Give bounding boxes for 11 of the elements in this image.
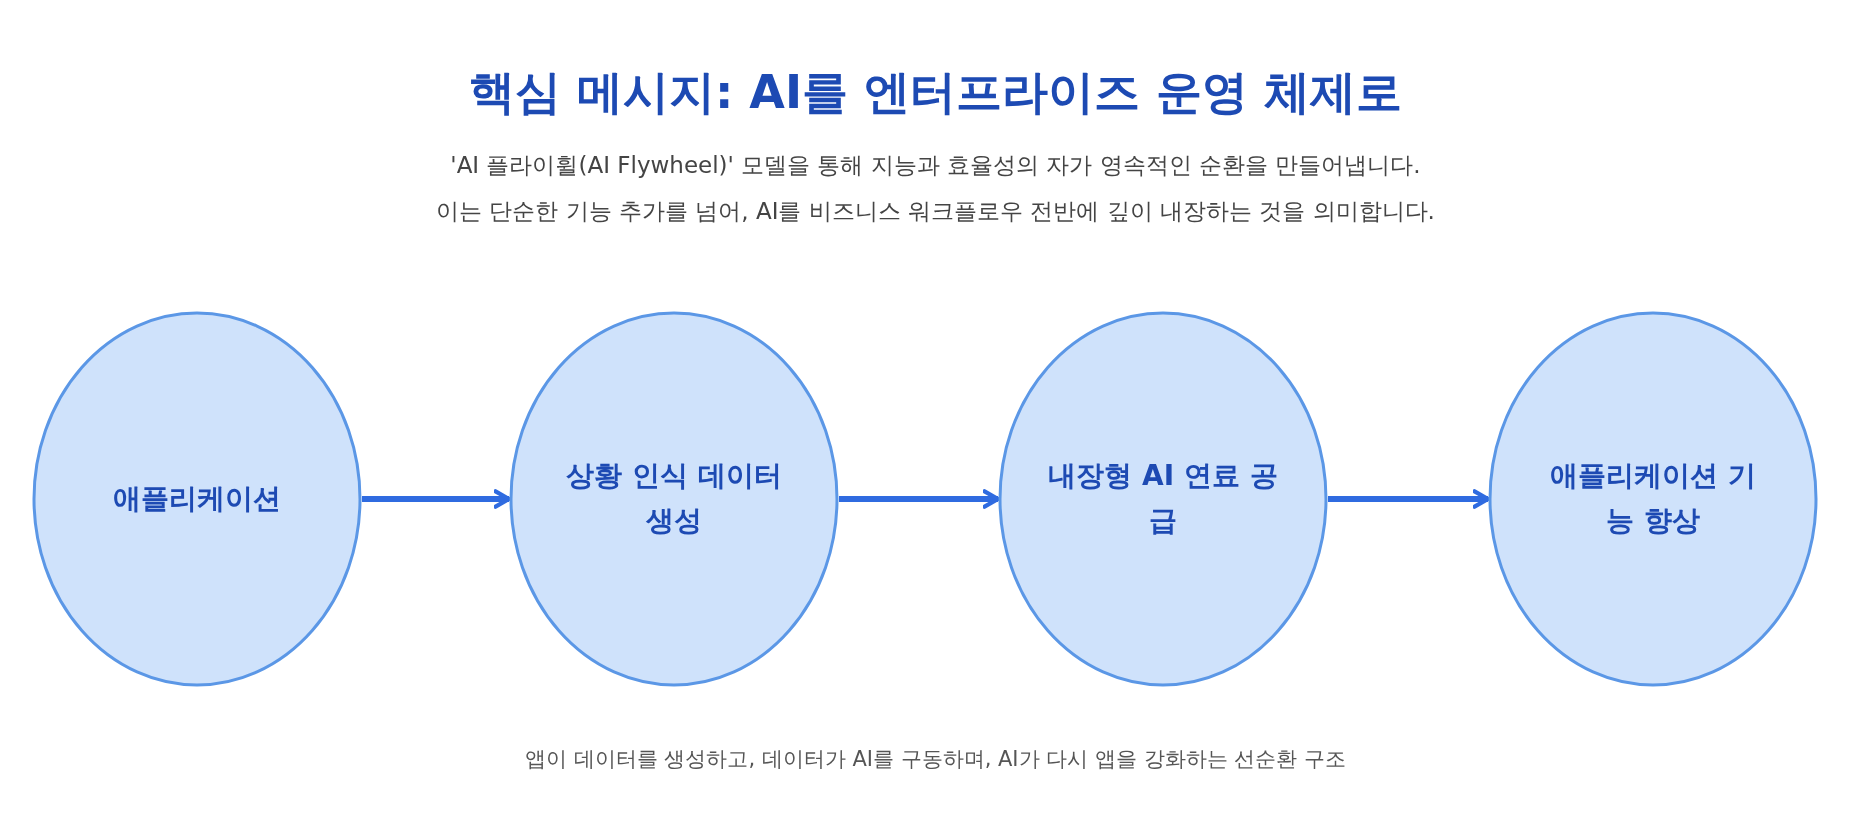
caption: 앱이 데이터를 생성하고, 데이터가 AI를 구동하며, AI가 다시 앱을 강화하는 선순환 구조: [524, 746, 1347, 773]
title: 핵심 메시지: AI를 엔터프라이즈 운영 체제로: [467, 64, 1404, 121]
arrow: [362, 489, 512, 509]
node-label: 애플리케이션 기능 향상: [1549, 458, 1757, 539]
arrow: [839, 489, 1001, 509]
subtitle-text: 이는 단순한 기능 추가를 넘어, AI를 비즈니스 워크플로우 전반에 깊이 내장하는 것을 의미합니다.: [435, 197, 1436, 226]
node-label: 애플리케이션: [112, 480, 282, 517]
node-label: 상황 인식 데이터 생성: [565, 458, 783, 539]
arrow: [1328, 489, 1491, 509]
node-label: 내장형 AI 연료 공급: [1048, 458, 1278, 539]
subtitle-text: 'AI 플라이휠(AI Flywheel)' 모델을 통해 지능과 효율성의 자가 영속적인 순환을 만들어냅니다.: [449, 151, 1422, 180]
